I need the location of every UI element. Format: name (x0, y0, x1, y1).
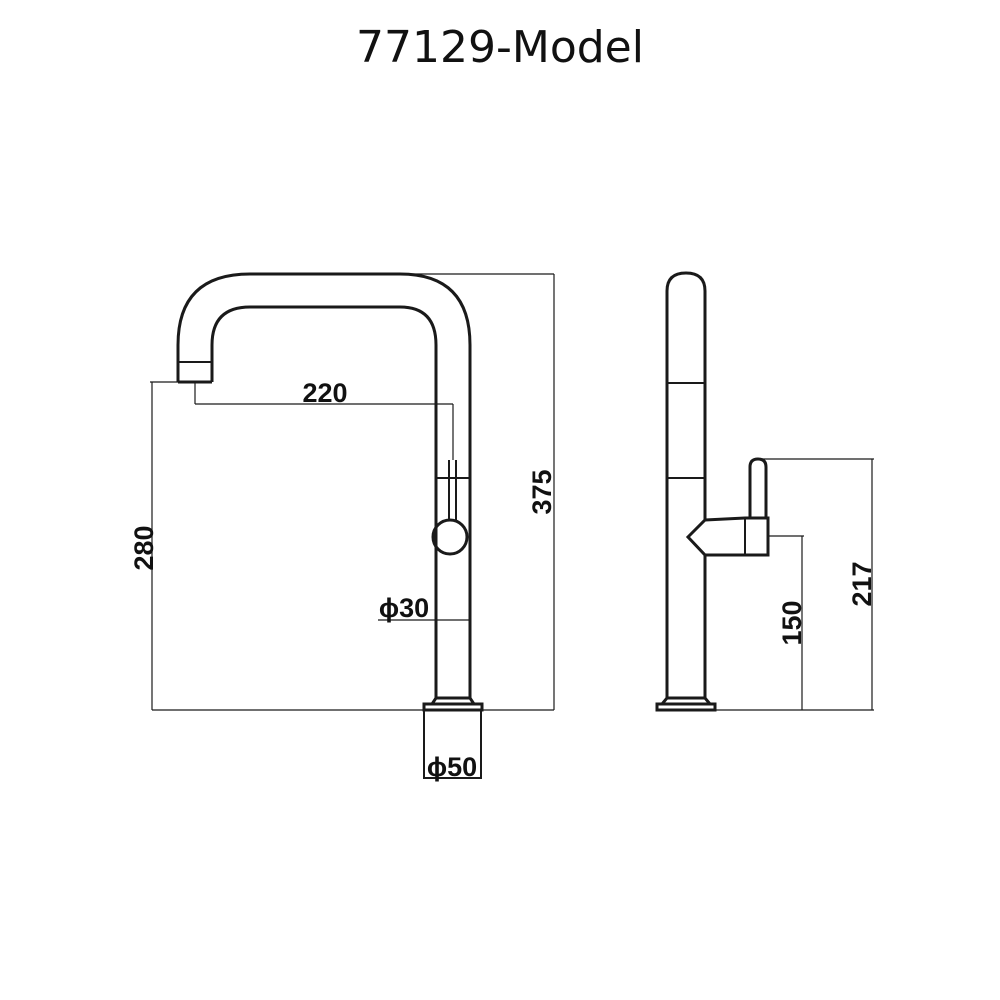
side-base-plate (655, 702, 717, 712)
page-title: 77129-Model (356, 22, 644, 73)
side-view-faucet (655, 271, 770, 712)
dim-375-label: 375 (527, 469, 557, 514)
front-view-dimensions (150, 273, 555, 711)
handle-knob (431, 518, 469, 556)
side-view-dimensions (715, 458, 874, 711)
dim-150-label: 150 (777, 600, 807, 645)
side-column-outline (665, 271, 707, 698)
spout-inner-outline (210, 305, 438, 698)
dim-30-label: ϕ30 (379, 593, 429, 623)
spout-outer-outline (176, 272, 472, 698)
side-handle-outline (685, 516, 770, 557)
dim-220-label: 220 (302, 378, 347, 408)
base-plate (422, 702, 484, 712)
dim-50-label: ϕ50 (427, 752, 477, 782)
dim-217-label: 217 (847, 561, 877, 606)
side-lever-outline (748, 457, 768, 518)
dim-280-label: 280 (129, 525, 159, 570)
front-view-faucet (176, 272, 484, 779)
